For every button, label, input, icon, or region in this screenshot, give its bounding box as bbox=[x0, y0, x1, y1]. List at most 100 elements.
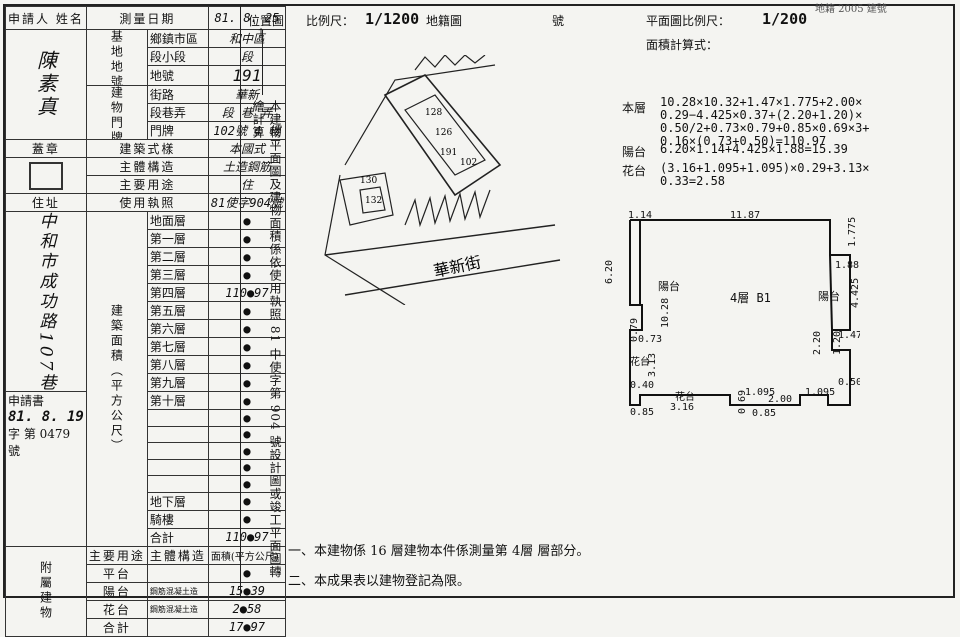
formula-flower-label: 花台 bbox=[622, 164, 647, 178]
plan-scale-label: 平面圖比例尺： bbox=[646, 14, 731, 28]
attached-use: 陽台 bbox=[85, 581, 148, 601]
floor-label bbox=[146, 475, 209, 493]
location-scale-value: 1/1200 bbox=[365, 10, 420, 28]
floor-plan: 4層 B1 1.14 11.87 6.20 1.775 1.88 4.425 1… bbox=[604, 210, 860, 419]
dim-label: 2.00 bbox=[768, 394, 792, 405]
attached-structure: 鋼筋混凝土造 bbox=[146, 599, 209, 619]
attached-use: 合計 bbox=[85, 617, 148, 637]
address-label: 住址 bbox=[5, 193, 87, 212]
apply-date: 81. 8. 19 bbox=[8, 409, 84, 425]
apply-label: 申請書 bbox=[8, 394, 45, 408]
parcel-lines bbox=[414, 55, 486, 71]
structure-style: 本國式 bbox=[207, 139, 287, 158]
parcel-label: 132 bbox=[365, 196, 382, 206]
north-arrow-head: ↑ bbox=[256, 26, 267, 40]
footer-note: 一、本建物係 16 層建物本件係測量第 4層 層部分。 bbox=[288, 544, 590, 559]
formula-balcony-label: 陽台 bbox=[622, 145, 647, 159]
dim-label: 1.20 bbox=[832, 331, 843, 355]
dim-label: 11.87 bbox=[730, 210, 760, 221]
dim-label: 1.775 bbox=[847, 217, 858, 247]
attached-label: 附屬建物 bbox=[5, 545, 87, 637]
structure-style-label: 建築式樣 bbox=[85, 139, 209, 158]
north-arrow bbox=[262, 30, 263, 95]
dim-label: 0.85 bbox=[630, 407, 654, 418]
dim-label: 0.85 bbox=[752, 408, 776, 419]
address-value: 中和市成功路107巷14弄 bbox=[5, 211, 87, 392]
street-line bbox=[324, 224, 556, 256]
flower-label: 花台 bbox=[630, 355, 650, 368]
base-label: 基地地號 bbox=[85, 29, 148, 86]
building-outline bbox=[383, 74, 502, 197]
floor-value: 110●97 bbox=[207, 283, 287, 302]
number-label: 門牌 bbox=[146, 121, 209, 140]
parcel-label: 128 bbox=[425, 108, 442, 118]
floor-label: 第五層 bbox=[146, 301, 209, 320]
dim-label: 1.47 bbox=[838, 330, 860, 341]
attached-structure: 鋼筋混凝土造 bbox=[146, 581, 209, 601]
apply-block: 申請書 81. 8. 19 字 第 0479 號 bbox=[5, 391, 87, 547]
plan-outline bbox=[629, 219, 851, 406]
dim-label: 3.13 bbox=[647, 353, 658, 377]
attached-structure bbox=[146, 617, 209, 637]
floor-label bbox=[146, 409, 209, 427]
parcel-label: 130 bbox=[360, 176, 377, 186]
formula-main-label: 本層 bbox=[622, 101, 647, 115]
parcel bbox=[359, 186, 386, 214]
parcel-label: 102 bbox=[460, 158, 477, 168]
lot-value: 191 bbox=[207, 65, 287, 86]
building-survey-form: 申請人 姓名 測量日期 81. 8. 25 陳素真 基地地號 鄉鎮市區 和中區 … bbox=[5, 6, 287, 637]
attached-structure bbox=[146, 563, 209, 583]
survey-date-label: 測量日期 bbox=[85, 6, 209, 30]
floor-label: 地面層 bbox=[146, 211, 209, 230]
location-map: 128 126 130 132 191 102 華新街 bbox=[324, 55, 561, 305]
map-boundary bbox=[324, 174, 406, 305]
dim-label: 1.14 bbox=[628, 210, 652, 221]
main-structure-label: 主體構造 bbox=[85, 157, 209, 176]
dim-label: 0.73 bbox=[638, 334, 662, 345]
floor-label bbox=[146, 458, 209, 476]
balcony-label: 陽台 bbox=[658, 279, 680, 293]
floor-label: 第六層 bbox=[146, 319, 209, 338]
dim-label: 2.20 bbox=[812, 331, 823, 355]
plan-unit: 4層 B1 bbox=[730, 291, 771, 305]
district-label: 鄉鎮市區 bbox=[146, 29, 209, 48]
main-use-label: 主要用途 bbox=[85, 175, 209, 194]
dim-label: 0.69 bbox=[737, 390, 748, 414]
building-outline bbox=[404, 94, 486, 176]
building-label: 建物門牌 bbox=[85, 85, 148, 140]
attached-area: 15●39 bbox=[207, 581, 287, 601]
section-label: 段小段 bbox=[146, 47, 209, 66]
floor-label: 第一層 bbox=[146, 229, 209, 248]
dim-label: 0.50 bbox=[838, 377, 860, 388]
location-title: 位置圖 bbox=[248, 14, 285, 28]
applicant-name: 陳素真 bbox=[5, 29, 87, 140]
floor-label bbox=[146, 442, 209, 460]
document-frame bbox=[3, 4, 955, 598]
dim-label: 0.79 bbox=[629, 318, 640, 342]
floor-label: 第八層 bbox=[146, 355, 209, 374]
area-label: 建築面積（平方公尺） bbox=[85, 211, 148, 547]
plan-scale-value: 1/200 bbox=[762, 10, 808, 28]
floor-label: 第九層 bbox=[146, 373, 209, 392]
formula-balcony: 6.20×1.14+4.425×1.88=15.39 bbox=[660, 142, 848, 156]
parcel-label: 126 bbox=[435, 128, 452, 138]
license: 81使字904號 bbox=[207, 193, 287, 212]
dim-label: 4.425 bbox=[850, 278, 860, 308]
dim-label: 3.16 bbox=[670, 402, 694, 413]
dim-label: 10.28 bbox=[660, 298, 671, 328]
flower-label: 花台 bbox=[675, 390, 695, 403]
license-label: 使用執照 bbox=[85, 193, 209, 212]
lane-label: 段巷弄 bbox=[146, 103, 209, 122]
formula-main: 10.28×10.32+1.47×1.775+2.00×0.29−4.425×0… bbox=[660, 95, 870, 148]
floor-label: 地下層 bbox=[146, 491, 209, 511]
floor-label: 第七層 bbox=[146, 337, 209, 356]
floor-value: ● bbox=[207, 391, 287, 410]
dim-label: 1.095 bbox=[805, 387, 835, 398]
seal-box bbox=[5, 157, 87, 194]
seal-stamp bbox=[28, 161, 63, 190]
parcel-lines bbox=[404, 189, 491, 228]
dim-label: 0.40 bbox=[630, 380, 654, 391]
parcel-label: 191 bbox=[440, 148, 457, 158]
map-no: 號 bbox=[552, 14, 565, 28]
floor-label: 第三層 bbox=[146, 265, 209, 284]
